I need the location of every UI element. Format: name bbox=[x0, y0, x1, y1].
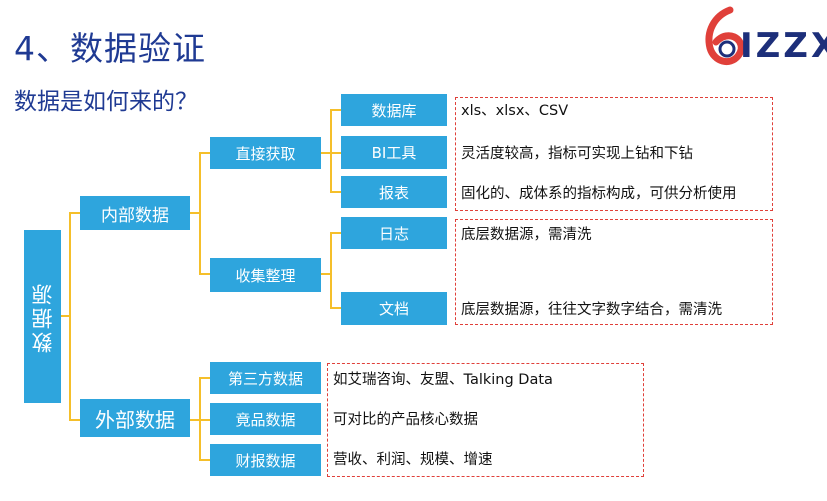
financial-report-note: 营收、利润、规模、增速 bbox=[333, 452, 493, 468]
collect-notes-frame bbox=[455, 219, 773, 325]
connector-collect bbox=[321, 232, 341, 309]
database-box: 数据库 bbox=[341, 94, 447, 126]
third-party-note: 如艾瑞咨询、友盟、Talking Data bbox=[333, 372, 553, 388]
direct-access-box: 直接获取 bbox=[210, 137, 321, 169]
bi-tool-box: BI工具 bbox=[341, 136, 447, 169]
page-title: 4、数据验证 bbox=[14, 29, 206, 68]
root-box-data-source: 数据源 bbox=[24, 230, 61, 403]
competitor-note: 可对比的产品核心数据 bbox=[333, 412, 478, 428]
direct-notes-frame bbox=[455, 97, 773, 211]
database-note: xls、xlsx、CSV bbox=[461, 103, 569, 119]
competitor-data-box: 竟品数据 bbox=[210, 403, 321, 435]
report-box: 报表 bbox=[341, 176, 447, 208]
external-notes-frame bbox=[327, 363, 644, 477]
connector-internal bbox=[190, 152, 210, 275]
financial-report-box: 财报数据 bbox=[210, 444, 321, 476]
root-label: 数据源 bbox=[30, 280, 55, 353]
third-party-data-box: 第三方数据 bbox=[210, 362, 321, 394]
collect-organize-box: 收集整理 bbox=[210, 258, 321, 292]
report-note: 固化的、成体系的指标构成，可供分析使用 bbox=[461, 186, 737, 202]
connector-direct bbox=[321, 109, 341, 193]
external-data-box: 外部数据 bbox=[80, 399, 190, 437]
document-box: 文档 bbox=[341, 292, 447, 325]
six-logo-icon bbox=[705, 6, 745, 66]
log-note: 底层数据源，需清洗 bbox=[461, 227, 592, 243]
bi-tool-note: 灵活度较高，指标可实现上钻和下钻 bbox=[461, 146, 693, 162]
logo-text: IZZX bbox=[740, 26, 827, 66]
document-note: 底层数据源，往往文字数字结合，需清洗 bbox=[461, 302, 722, 318]
connector-external bbox=[190, 377, 210, 461]
log-box: 日志 bbox=[341, 217, 447, 249]
connector-root bbox=[61, 212, 80, 421]
page-subtitle: 数据是如何来的？ bbox=[14, 89, 198, 115]
internal-data-box: 内部数据 bbox=[80, 196, 190, 230]
